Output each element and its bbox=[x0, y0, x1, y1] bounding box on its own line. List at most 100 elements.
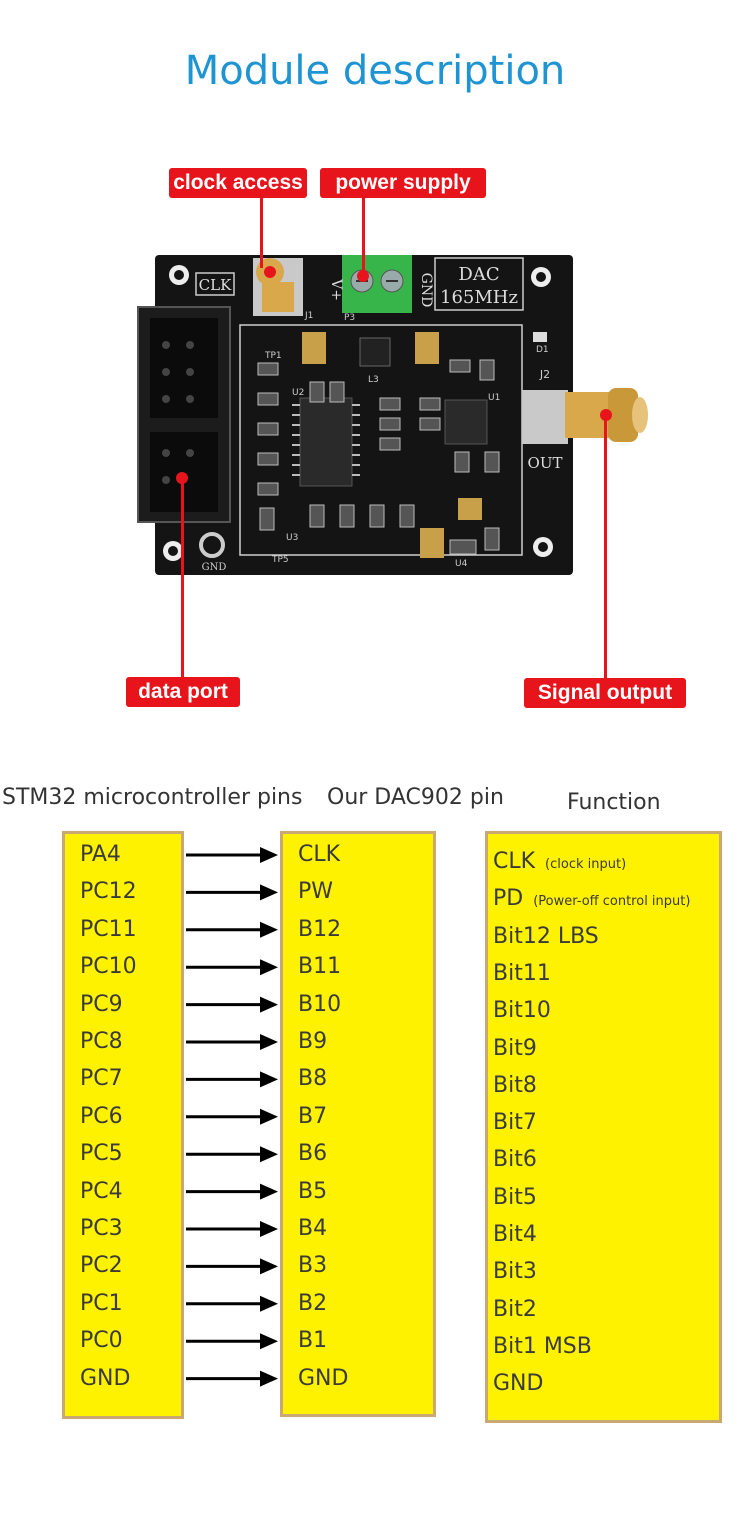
dac-pin: B1 bbox=[298, 1328, 328, 1354]
dac-pin: B10 bbox=[298, 991, 342, 1017]
dac-pin: B11 bbox=[298, 954, 342, 980]
regulator-l3 bbox=[359, 337, 391, 367]
freq-label: 165MHz bbox=[440, 287, 518, 308]
j1-label: J1 bbox=[304, 311, 313, 321]
dac-label-box bbox=[434, 257, 524, 311]
function-box bbox=[485, 831, 722, 1423]
power-leader-line bbox=[362, 196, 365, 276]
mapping-arrow-head bbox=[260, 1258, 278, 1275]
function-label: Bit12 LBS bbox=[493, 923, 599, 949]
power-supply-callout: power supply bbox=[320, 168, 486, 198]
dac-pin: B8 bbox=[298, 1066, 328, 1092]
function-label: Bit2 bbox=[493, 1296, 537, 1322]
function-item: Bit11 bbox=[493, 961, 551, 987]
dac-chip-u2 bbox=[299, 397, 353, 487]
mapping-arrow-head bbox=[260, 1183, 278, 1200]
function-item: Bit5 bbox=[493, 1185, 537, 1211]
tp5-label: TP5 bbox=[271, 555, 289, 565]
clock-access-callout: clock access bbox=[169, 168, 307, 198]
function-label: Bit8 bbox=[493, 1072, 537, 1098]
function-label: Bit10 bbox=[493, 998, 551, 1024]
u4-label: U4 bbox=[455, 559, 468, 569]
smd-components bbox=[257, 359, 500, 555]
dac-pin: PW bbox=[298, 879, 334, 905]
leader-dots bbox=[176, 266, 612, 484]
mcu-pin: PC4 bbox=[80, 1178, 123, 1204]
clock-leader-line bbox=[260, 196, 263, 268]
dac-label: DAC bbox=[458, 264, 499, 285]
mcu-pin: PC1 bbox=[80, 1290, 123, 1316]
dac-module-board: CLK V+ GND DAC 165MHz OUT J2 GND bbox=[137, 255, 648, 575]
tp1-label: TP1 bbox=[264, 351, 282, 361]
mapping-arrow-head bbox=[260, 1071, 278, 1088]
d1-label: D1 bbox=[536, 345, 549, 355]
data-port-callout: data port bbox=[126, 677, 240, 707]
gnd-top-label: GND bbox=[418, 273, 434, 308]
mcu-pin: PC12 bbox=[80, 879, 137, 905]
mcu-pin: PC8 bbox=[80, 1029, 123, 1054]
function-item: Bit2 bbox=[493, 1297, 537, 1323]
dac-pins-box bbox=[280, 831, 436, 1417]
function-item: Bit4 bbox=[493, 1222, 537, 1248]
function-item: Bit8 bbox=[493, 1073, 537, 1099]
function-item: PD(Power-off control input) bbox=[493, 886, 690, 915]
mapping-arrow-head bbox=[260, 847, 278, 863]
function-item: GND bbox=[493, 1371, 543, 1397]
mapping-arrow-head bbox=[260, 921, 278, 938]
mcu-pins-box bbox=[62, 831, 184, 1419]
mcu-pin: PC7 bbox=[80, 1066, 123, 1092]
function-item: Bit1 MSB bbox=[493, 1334, 592, 1360]
mapping-arrow-head bbox=[260, 1370, 278, 1387]
u1-label: U1 bbox=[488, 393, 500, 403]
data-header-connector bbox=[137, 306, 231, 523]
p3-label: P3 bbox=[344, 313, 355, 323]
page-title: Module description bbox=[184, 48, 566, 94]
mcu-pin: PC9 bbox=[80, 991, 123, 1017]
function-label: Bit9 bbox=[493, 1035, 537, 1061]
gnd-bottom-label: GND bbox=[202, 562, 227, 573]
mcu-pin: PC5 bbox=[80, 1141, 123, 1167]
mapping-arrow-head bbox=[260, 1295, 278, 1312]
mapping-arrow-head bbox=[260, 996, 278, 1013]
dac-pin: B6 bbox=[298, 1141, 328, 1167]
dac-pin: B7 bbox=[298, 1103, 328, 1129]
function-item: Bit9 bbox=[493, 1036, 537, 1062]
function-label: Bit6 bbox=[493, 1147, 537, 1173]
function-label: GND bbox=[493, 1371, 544, 1397]
function-label: Bit4 bbox=[493, 1222, 537, 1247]
mapping-arrow-head bbox=[260, 884, 278, 901]
led-d1 bbox=[533, 332, 547, 342]
function-label: Bit3 bbox=[493, 1259, 537, 1285]
function-item: Bit12 LBS bbox=[493, 924, 599, 950]
dac-pin: B5 bbox=[298, 1178, 328, 1204]
clk-label-box bbox=[195, 272, 235, 296]
mapping-arrow-head bbox=[260, 1333, 278, 1350]
mcu-pin: PC10 bbox=[80, 954, 137, 980]
out-label: OUT bbox=[528, 454, 563, 472]
j2-label: J2 bbox=[539, 368, 550, 381]
function-item: CLK(clock input) bbox=[493, 849, 626, 878]
dac-pin: B3 bbox=[298, 1253, 328, 1279]
dac-pin: B12 bbox=[298, 916, 342, 942]
signal-output-callout: Signal output bbox=[524, 678, 686, 708]
function-header: Function bbox=[567, 790, 661, 815]
power-terminal bbox=[342, 255, 412, 313]
mcu-pin: PA4 bbox=[80, 842, 121, 867]
dac-pin: CLK bbox=[298, 842, 341, 867]
function-label: Bit5 bbox=[493, 1184, 537, 1210]
function-note: (clock input) bbox=[545, 857, 627, 872]
function-item: Bit10 bbox=[493, 998, 551, 1024]
dac-pin: B9 bbox=[298, 1029, 328, 1054]
mcu-pin: PC3 bbox=[80, 1216, 123, 1241]
opamp-chip-u1 bbox=[444, 399, 488, 445]
mounting-holes bbox=[163, 265, 553, 561]
mapping-arrow-head bbox=[260, 1108, 278, 1125]
function-label: Bit7 bbox=[493, 1110, 537, 1136]
vplus-label: V+ bbox=[328, 278, 344, 301]
dac-pins-header: Our DAC902 pin bbox=[327, 785, 504, 810]
data-leader-line bbox=[181, 477, 184, 677]
signal-leader-line bbox=[604, 415, 607, 678]
mapping-arrow-head bbox=[260, 1146, 278, 1163]
mcu-pin: PC6 bbox=[80, 1103, 123, 1129]
